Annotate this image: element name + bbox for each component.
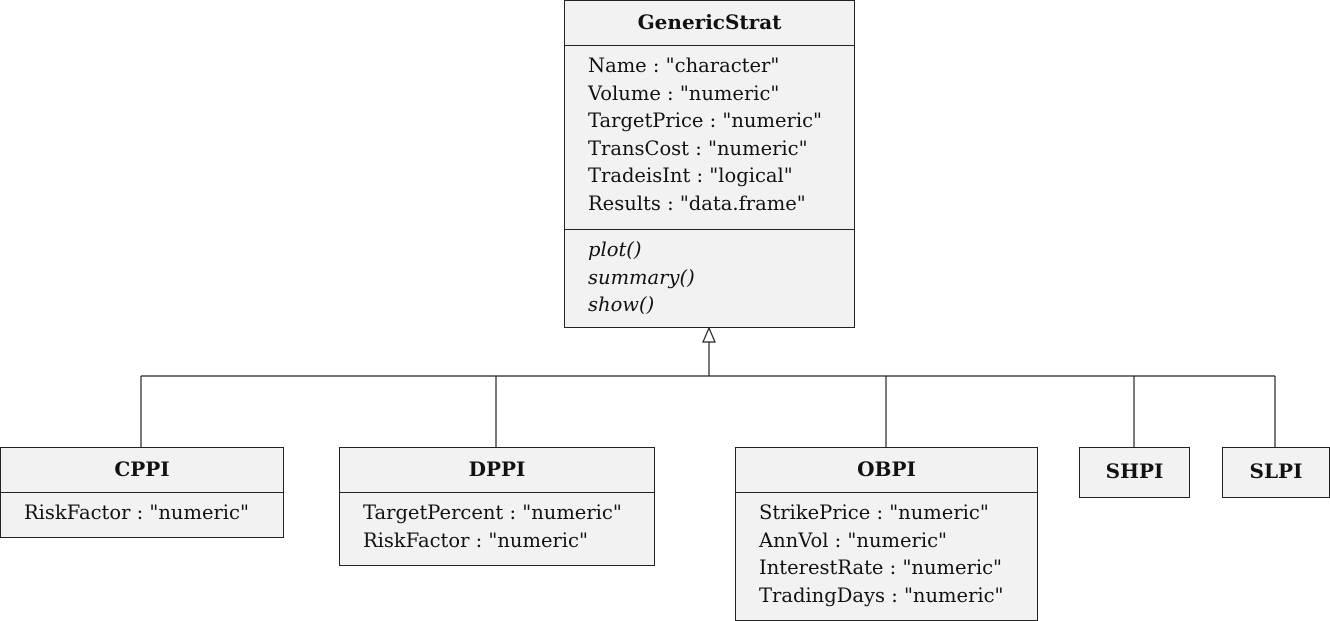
attribute: Name : "character" xyxy=(588,54,780,77)
method: show() xyxy=(588,293,655,316)
attribute: TradeisInt : "logical" xyxy=(588,164,793,187)
class-name: DPPI xyxy=(340,448,654,493)
attribute-list: Name : "character" Volume : "numeric" Ta… xyxy=(565,46,854,229)
attribute: RiskFactor : "numeric" xyxy=(24,501,249,524)
class-name: GenericStrat xyxy=(565,1,854,46)
attribute: Volume : "numeric" xyxy=(588,81,780,105)
attribute-list: RiskFactor : "numeric" xyxy=(1,493,283,533)
attribute: AnnVol : "numeric" xyxy=(759,528,948,552)
attribute: TargetPercent : "numeric" xyxy=(363,501,622,524)
class-name: OBPI xyxy=(736,448,1037,493)
attribute: RiskFactor : "numeric" xyxy=(363,528,588,552)
attribute: StrikePrice : "numeric" xyxy=(759,501,989,524)
class-name: CPPI xyxy=(1,448,283,493)
attribute: Results : "data.frame" xyxy=(588,191,806,215)
attribute: TargetPrice : "numeric" xyxy=(588,109,822,132)
attribute: TransCost : "numeric" xyxy=(588,136,808,160)
class-shpi: SHPI xyxy=(1079,447,1190,498)
attribute-list: TargetPercent : "numeric" RiskFactor : "… xyxy=(340,493,654,560)
class-obpi: OBPI StrikePrice : "numeric" AnnVol : "n… xyxy=(735,447,1038,621)
attribute: TradingDays : "numeric" xyxy=(759,583,1004,607)
class-genericstrat: GenericStrat Name : "character" Volume :… xyxy=(564,0,855,328)
generalization-arrowhead xyxy=(702,326,716,343)
class-cppi: CPPI RiskFactor : "numeric" xyxy=(0,447,284,538)
class-slpi: SLPI xyxy=(1222,447,1330,498)
attribute: InterestRate : "numeric" xyxy=(759,556,1003,579)
method: summary() xyxy=(588,265,695,289)
method-list: plot() summary() show() xyxy=(565,229,854,325)
class-dppi: DPPI TargetPercent : "numeric" RiskFacto… xyxy=(339,447,655,566)
attribute-list: StrikePrice : "numeric" AnnVol : "numeri… xyxy=(736,493,1037,615)
class-name: SLPI xyxy=(1249,459,1303,483)
class-name: SHPI xyxy=(1105,459,1164,483)
method: plot() xyxy=(588,238,642,261)
